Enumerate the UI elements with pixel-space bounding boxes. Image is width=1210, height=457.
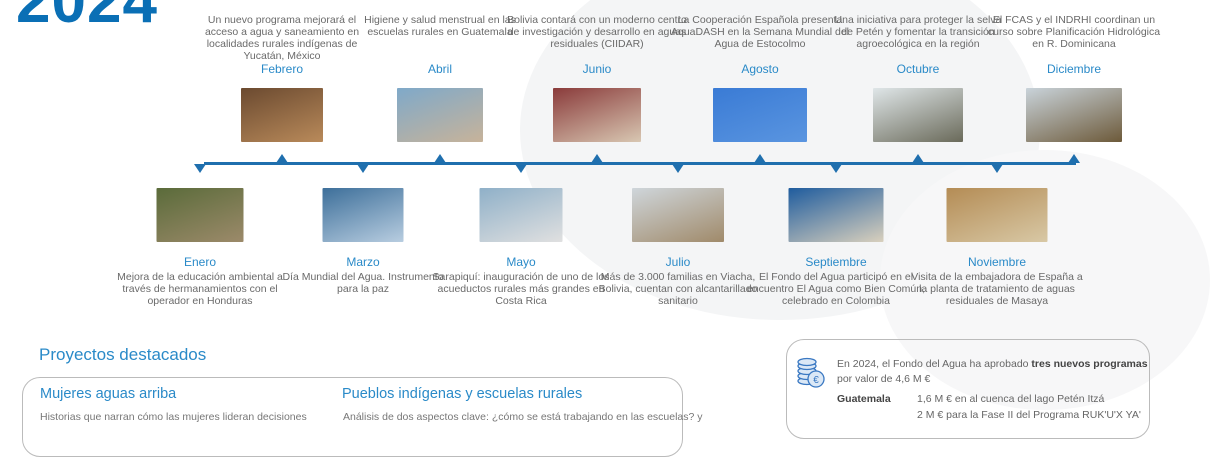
event-description: Sarapiquí: inauguración de uno de los ac… [432, 271, 610, 307]
funding-country: Guatemala [837, 393, 891, 405]
event-description: El FCAS y el INDRHI coordinan un curso s… [987, 14, 1161, 50]
timeline-axis [204, 162, 1076, 165]
event-photo[interactable] [632, 188, 724, 242]
project-title[interactable]: Pueblos indígenas y escuelas rurales [342, 386, 583, 402]
projects-heading: Proyectos destacados [39, 345, 207, 364]
event-photo[interactable] [156, 188, 244, 242]
funding-box: € En 2024, el Fondo del Agua ha aprobado… [786, 339, 1150, 439]
event-description: Bolivia contará con un moderno centro de… [507, 14, 687, 50]
project-desc: Historias que narran cómo las mujeres li… [40, 411, 307, 423]
funding-total: por valor de 4,6 M € [837, 373, 931, 385]
event-photo[interactable] [788, 188, 884, 242]
marker-down-icon [991, 164, 1003, 173]
event-photo[interactable] [241, 88, 323, 142]
event-description: Más de 3.000 familias en Viacha, Bolivia… [598, 271, 758, 307]
event-description: El Fondo del Agua participó en el encuen… [746, 271, 926, 307]
event-month: Abril [427, 62, 452, 76]
event-description: Higiene y salud menstrual en las escuela… [364, 14, 516, 38]
coins-euro-icon: € [797, 357, 825, 388]
event-month: Marzo [346, 255, 380, 269]
event-month: Septiembre [805, 255, 867, 269]
marker-up-icon [434, 154, 446, 163]
event-month: Julio [665, 255, 691, 269]
event-photo[interactable] [322, 188, 404, 242]
event-month: Diciembre [1046, 62, 1101, 76]
marker-up-icon [912, 154, 924, 163]
marker-down-icon [194, 164, 206, 173]
funding-intro: En 2024, el Fondo del Agua ha aprobado [837, 358, 1032, 370]
event-month: Agosto [741, 62, 779, 76]
event-description: Visita de la embajadora de España a la p… [911, 271, 1083, 307]
marker-down-icon [357, 164, 369, 173]
event-photo[interactable] [713, 88, 807, 142]
funding-highlight: tres nuevos programas [1031, 358, 1148, 370]
event-photo[interactable] [553, 88, 641, 142]
project-title[interactable]: Mujeres aguas arriba [40, 386, 177, 402]
event-month: Febrero [260, 62, 304, 76]
event-description: Mejora de la educación ambiental a travé… [117, 271, 283, 307]
project-desc: Análisis de dos aspectos clave: ¿cómo se… [343, 411, 703, 423]
event-photo[interactable] [1026, 88, 1122, 142]
marker-down-icon [830, 164, 842, 173]
event-photo[interactable] [873, 88, 963, 142]
event-month: Enero [183, 255, 217, 269]
event-month: Noviembre [967, 255, 1027, 269]
event-month: Junio [582, 62, 612, 76]
marker-up-icon [591, 154, 603, 163]
svg-text:€: € [813, 375, 819, 386]
event-photo[interactable] [479, 188, 563, 242]
marker-up-icon [754, 154, 766, 163]
event-month: Mayo [506, 255, 536, 269]
event-photo[interactable] [946, 188, 1048, 242]
event-description: Una iniciativa para proteger la selva de… [834, 14, 1002, 50]
funding-line: 2 M € para la Fase II del Programa RUK'U… [917, 409, 1141, 421]
year-heading: 2024 [16, 0, 158, 36]
funding-line: 1,6 M € en al cuenca del lago Petén Itzá [917, 393, 1105, 405]
event-description: Día Mundial del Agua. Instrumento para l… [282, 271, 444, 295]
event-description: La Cooperación Española presenta AquaDAS… [670, 14, 850, 50]
marker-down-icon [672, 164, 684, 173]
marker-down-icon [515, 164, 527, 173]
event-month: Octubre [896, 62, 940, 76]
event-photo[interactable] [397, 88, 483, 142]
marker-up-icon [1068, 154, 1080, 163]
marker-up-icon [276, 154, 288, 163]
event-description: Un nuevo programa mejorará el acceso a a… [204, 14, 360, 62]
